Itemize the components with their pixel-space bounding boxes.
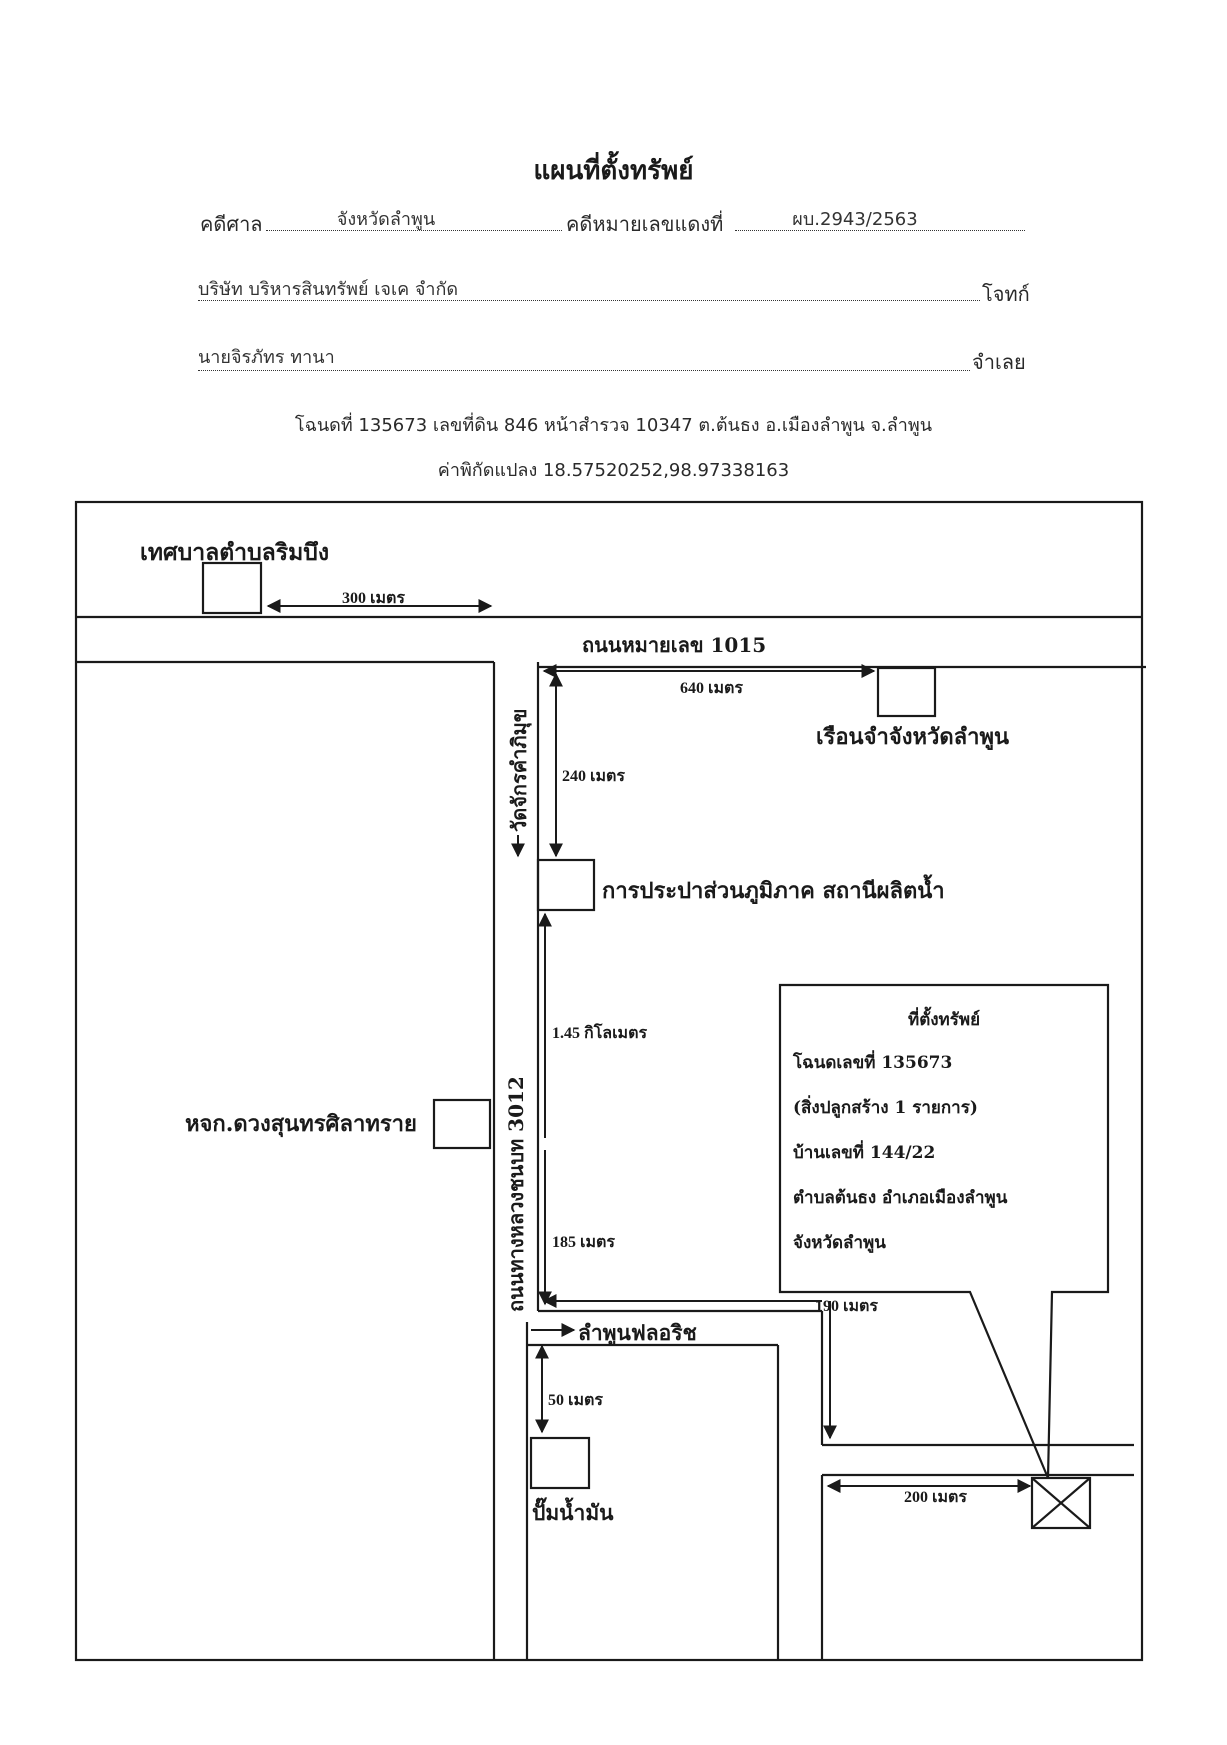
property-deed: โฉนดเลขที่ 135673: [792, 1050, 952, 1073]
coordinate-line: ค่าพิกัดแปลง 18.57520252,98.97338163: [437, 460, 790, 481]
dist-185m: 185 เมตร: [552, 1234, 615, 1251]
prison-building: [876, 666, 937, 718]
property-heading: ที่ตั้งทรัพย์: [908, 1006, 980, 1030]
page-title: แผนที่ตั้งทรัพย์: [533, 156, 694, 186]
property-province: จังหวัดลำพูน: [793, 1233, 886, 1254]
property-buildings: (สิ่งปลูกสร้าง 1 รายการ): [793, 1095, 978, 1119]
deed-line: โฉนดที่ 135673 เลขที่ดิน 846 หน้าสำรวจ 1…: [294, 415, 933, 436]
dist-200m: 200 เมตร: [904, 1489, 967, 1506]
property-house-number: บ้านเลขที่ 144/22: [793, 1140, 935, 1163]
defendant-label: จำเลย: [972, 350, 1026, 374]
case-label: คดีหมายเลขแดงที่: [566, 212, 724, 236]
prison-label: เรือนจำจังหวัดลำพูน: [816, 724, 1009, 751]
dist-300m: 300 เมตร: [342, 590, 405, 607]
court-label: คดีศาล: [200, 212, 263, 236]
waterworks-label: การประปาส่วนภูมิภาค สถานีผลิตน้ำ: [602, 874, 945, 905]
temple-label: วัดจักรคำภิมุข: [507, 709, 532, 832]
map-frame: [74, 500, 1144, 1662]
lamphun-flourish-label: ลำพูนฟลอริช: [578, 1320, 697, 1347]
property-marker: [1030, 1476, 1092, 1530]
dist-145km: 1.45 กิโลเมตร: [552, 1022, 647, 1042]
property-callout: [778, 983, 1110, 1479]
plaintiff-dotted-line: [198, 276, 980, 301]
case-value: ผบ.2943/2563: [792, 209, 918, 230]
waterworks-building: [536, 858, 596, 912]
dist-190m: 190 เมตร: [815, 1298, 878, 1315]
shop-label: หจก.ดวงสุนทรศิลาทราย: [185, 1111, 417, 1138]
gas-station-label: ปั๊มน้ำมัน: [532, 1497, 614, 1525]
rural-road-label: ถนนทางหลวงชนบท 3012: [504, 1076, 528, 1312]
gas-station-building: [529, 1436, 591, 1490]
dist-640m: 640 เมตร: [680, 680, 743, 697]
defendant-dotted-line: [198, 346, 970, 371]
defendant-value: นายจิรภัทร ทานา: [198, 347, 335, 368]
dist-50m: 50 เมตร: [548, 1392, 603, 1409]
highway-label: ถนนหมายเลข 1015: [582, 633, 766, 657]
plaintiff-label: โจทก์: [982, 282, 1030, 306]
municipality-label: เทศบาลตำบลริมบึง: [140, 539, 329, 566]
property-subdistrict: ตำบลต้นธง อำเภอเมืองลำพูน: [793, 1187, 1008, 1209]
shop-building: [432, 1098, 492, 1150]
property-marker-cross-b: [1031, 1477, 1091, 1529]
dist-240m: 240 เมตร: [562, 768, 625, 785]
municipality-building: [201, 561, 263, 615]
plaintiff-value: บริษัท บริหารสินทรัพย์ เจเค จำกัด: [198, 279, 459, 300]
case-dotted-line: [735, 206, 1025, 231]
court-value: จังหวัดลำพูน: [336, 209, 436, 230]
court-dotted-line: [266, 206, 562, 231]
